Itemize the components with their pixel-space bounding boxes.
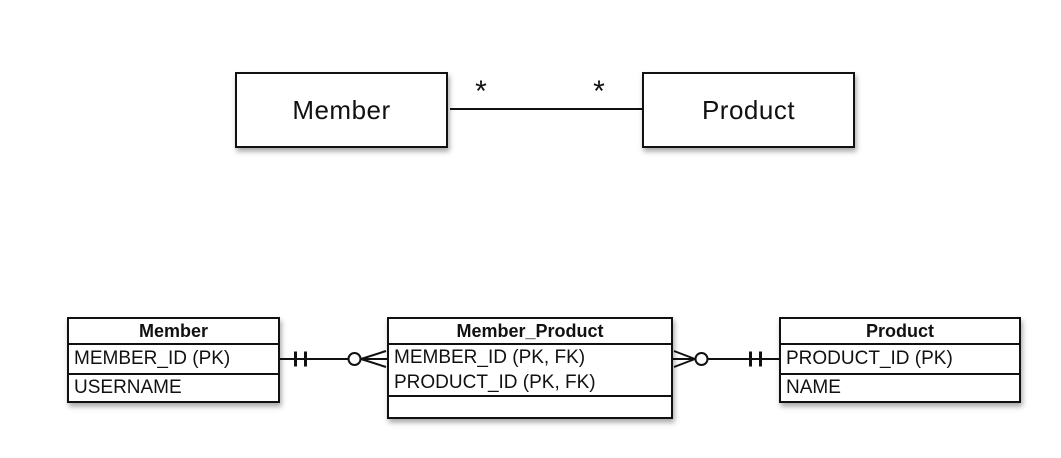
uml-multiplicity-right: * (593, 75, 605, 108)
erd-attribute-row: NAME (786, 377, 841, 398)
erd-table-product: Product PRODUCT_ID (PK) NAME (779, 317, 1021, 403)
erd-table-member-title: Member (69, 319, 278, 345)
uml-class-product-label: Product (701, 94, 796, 125)
erd-attribute-row: MEMBER_ID (PK, FK) (394, 347, 586, 368)
erd-key-attributes-cell: MEMBER_ID (PK, FK) PRODUCT_ID (PK, FK) (389, 345, 671, 397)
zero-or-many-icon (347, 350, 387, 368)
connector-member-to-junction (280, 350, 387, 368)
erd-empty-row (389, 397, 671, 417)
erd-table-member-product-title: Member_Product (389, 319, 671, 345)
erd-table-member-product: Member_Product MEMBER_ID (PK, FK) PRODUC… (387, 317, 673, 419)
one-and-only-one-icon (294, 351, 307, 367)
uml-class-product: Product (642, 72, 855, 148)
zero-or-many-icon (673, 350, 709, 368)
erd-attribute-row: MEMBER_ID (PK) (69, 345, 278, 375)
zero-circle-icon (347, 352, 362, 366)
uml-class-member-label: Member (292, 94, 391, 125)
connector-junction-to-product (672, 350, 779, 368)
uml-association-line (450, 108, 642, 110)
uml-class-member: Member (235, 72, 448, 148)
erd-attribute-row: PRODUCT_ID (PK) (781, 345, 1019, 375)
erd-attribute-row: USERNAME (74, 377, 182, 398)
one-and-only-one-icon (749, 351, 762, 367)
erd-table-member: Member MEMBER_ID (PK) USERNAME (67, 317, 280, 403)
erd-attribute-row: PRODUCT_ID (PK, FK) (394, 372, 596, 393)
erd-table-product-title: Product (781, 319, 1019, 345)
uml-multiplicity-left: * (475, 75, 487, 108)
zero-circle-icon (694, 352, 709, 366)
